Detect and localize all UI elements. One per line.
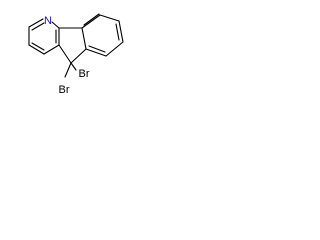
- cyclopentadiene-ring: [58, 27, 87, 64]
- bond: [115, 23, 120, 41]
- bond: [43, 44, 60, 55]
- bromine-bonds: [64, 62, 77, 78]
- bond: [85, 48, 107, 57]
- bond: [31, 22, 45, 31]
- bond: [81, 27, 87, 50]
- chemical-structure: N Br Br: [28, 13, 124, 96]
- bond: [99, 14, 120, 22]
- bond: [81, 14, 101, 29]
- bond: [31, 42, 45, 51]
- bond: [83, 13, 100, 26]
- pyridine-ring: [28, 18, 60, 55]
- bond: [105, 41, 124, 57]
- bond: [51, 21, 60, 29]
- nitrogen-atom-label: N: [44, 15, 52, 27]
- bond: [58, 44, 72, 64]
- bromine-atom-label: Br: [79, 68, 90, 80]
- benzene-ring: [81, 13, 124, 57]
- bond: [118, 20, 124, 43]
- bromine-atom-label: Br: [59, 84, 70, 96]
- bond: [28, 44, 45, 55]
- bond: [70, 62, 77, 71]
- bond: [88, 45, 106, 53]
- bond: [28, 18, 44, 28]
- bond: [70, 48, 87, 64]
- bond: [64, 62, 72, 78]
